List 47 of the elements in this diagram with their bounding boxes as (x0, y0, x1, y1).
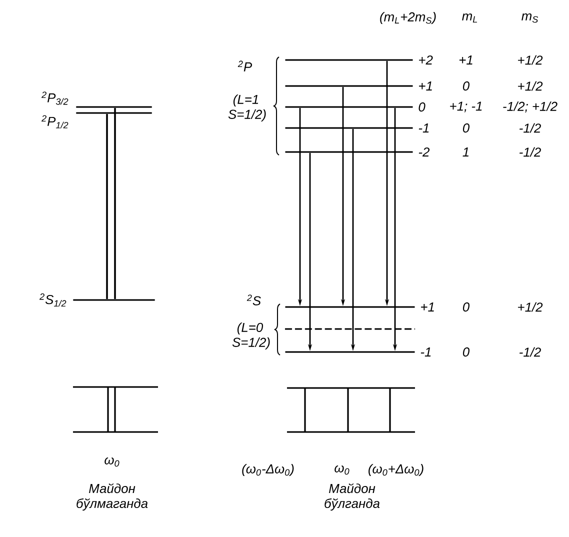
quantum-numbers: (L=1 S=1/2) (228, 94, 266, 122)
quantum-number: 0 (462, 302, 470, 312)
node-label: $^{2}$P$_{1/2}$ (41, 115, 68, 128)
node-label: $^{2}$S$_{1/2}$ (39, 293, 66, 307)
caption: Майдон бўлмаганда (76, 483, 148, 511)
frequency-label: ω$_{0}$ (104, 457, 120, 467)
quantum-number: 1 (462, 148, 468, 156)
energy-level: $^{2}$S$_{1/2}$ (39, 293, 155, 307)
quantum-number: +1/2 (518, 302, 543, 312)
column-header: m$_{L}$ (462, 13, 478, 23)
node-label: -1 (420, 348, 431, 356)
quantum-numbers: (L=0 S=1/2) (232, 322, 270, 350)
energy-level: -2 (285, 147, 430, 157)
column-header: m$_{S}$ (522, 13, 538, 23)
node-label: $^{2}$P$_{3/2}$ (41, 92, 68, 105)
frequency-label: (ω$_{0}$+Δω$_{0}$) (368, 464, 424, 476)
term-symbol: $^{2}$P (238, 60, 252, 72)
energy-level: +2 (285, 55, 433, 65)
node-label: +1 (421, 302, 434, 312)
quantum-number: 0 (462, 347, 470, 357)
quantum-number: +1/2 (518, 81, 543, 91)
quantum-number: +1 (459, 56, 472, 64)
node-label: -1 (418, 124, 429, 132)
caption: Майдон бўлганда (324, 483, 380, 511)
quantum-number: +1; -1 (450, 102, 482, 112)
energy-level: -1 (285, 348, 431, 356)
quantum-number: -1/2 (520, 147, 541, 157)
term-symbol: $^{2}$S (246, 294, 261, 306)
node-label: +2 (419, 55, 433, 65)
quantum-number: 0 (462, 81, 470, 91)
energy-level: $^{2}$P$_{1/2}$ (41, 112, 152, 128)
frequency-label: (ω$_{0}$-Δω$_{0}$) (242, 464, 294, 476)
quantum-number: -1/2 (520, 347, 541, 357)
quantum-number: 0 (462, 123, 470, 133)
node-label: 0 (418, 102, 426, 112)
quantum-number: +1/2 (518, 55, 543, 65)
frequency-label: ω$_{0}$ (334, 465, 350, 475)
node-label: -2 (418, 147, 430, 157)
energy-level: $^{2}$P$_{3/2}$ (41, 92, 152, 108)
energy-level: +1 (285, 302, 434, 312)
column-header: (m$_{L}$+2m$_{S}$) (380, 12, 436, 24)
energy-level: -1 (285, 124, 429, 132)
quantum-number: -1/2 (520, 123, 541, 133)
energy-level: 0 (285, 102, 426, 112)
energy-level: +1 (285, 82, 432, 90)
quantum-number: -1/2; +1/2 (503, 101, 558, 113)
node-label: +1 (419, 82, 432, 90)
